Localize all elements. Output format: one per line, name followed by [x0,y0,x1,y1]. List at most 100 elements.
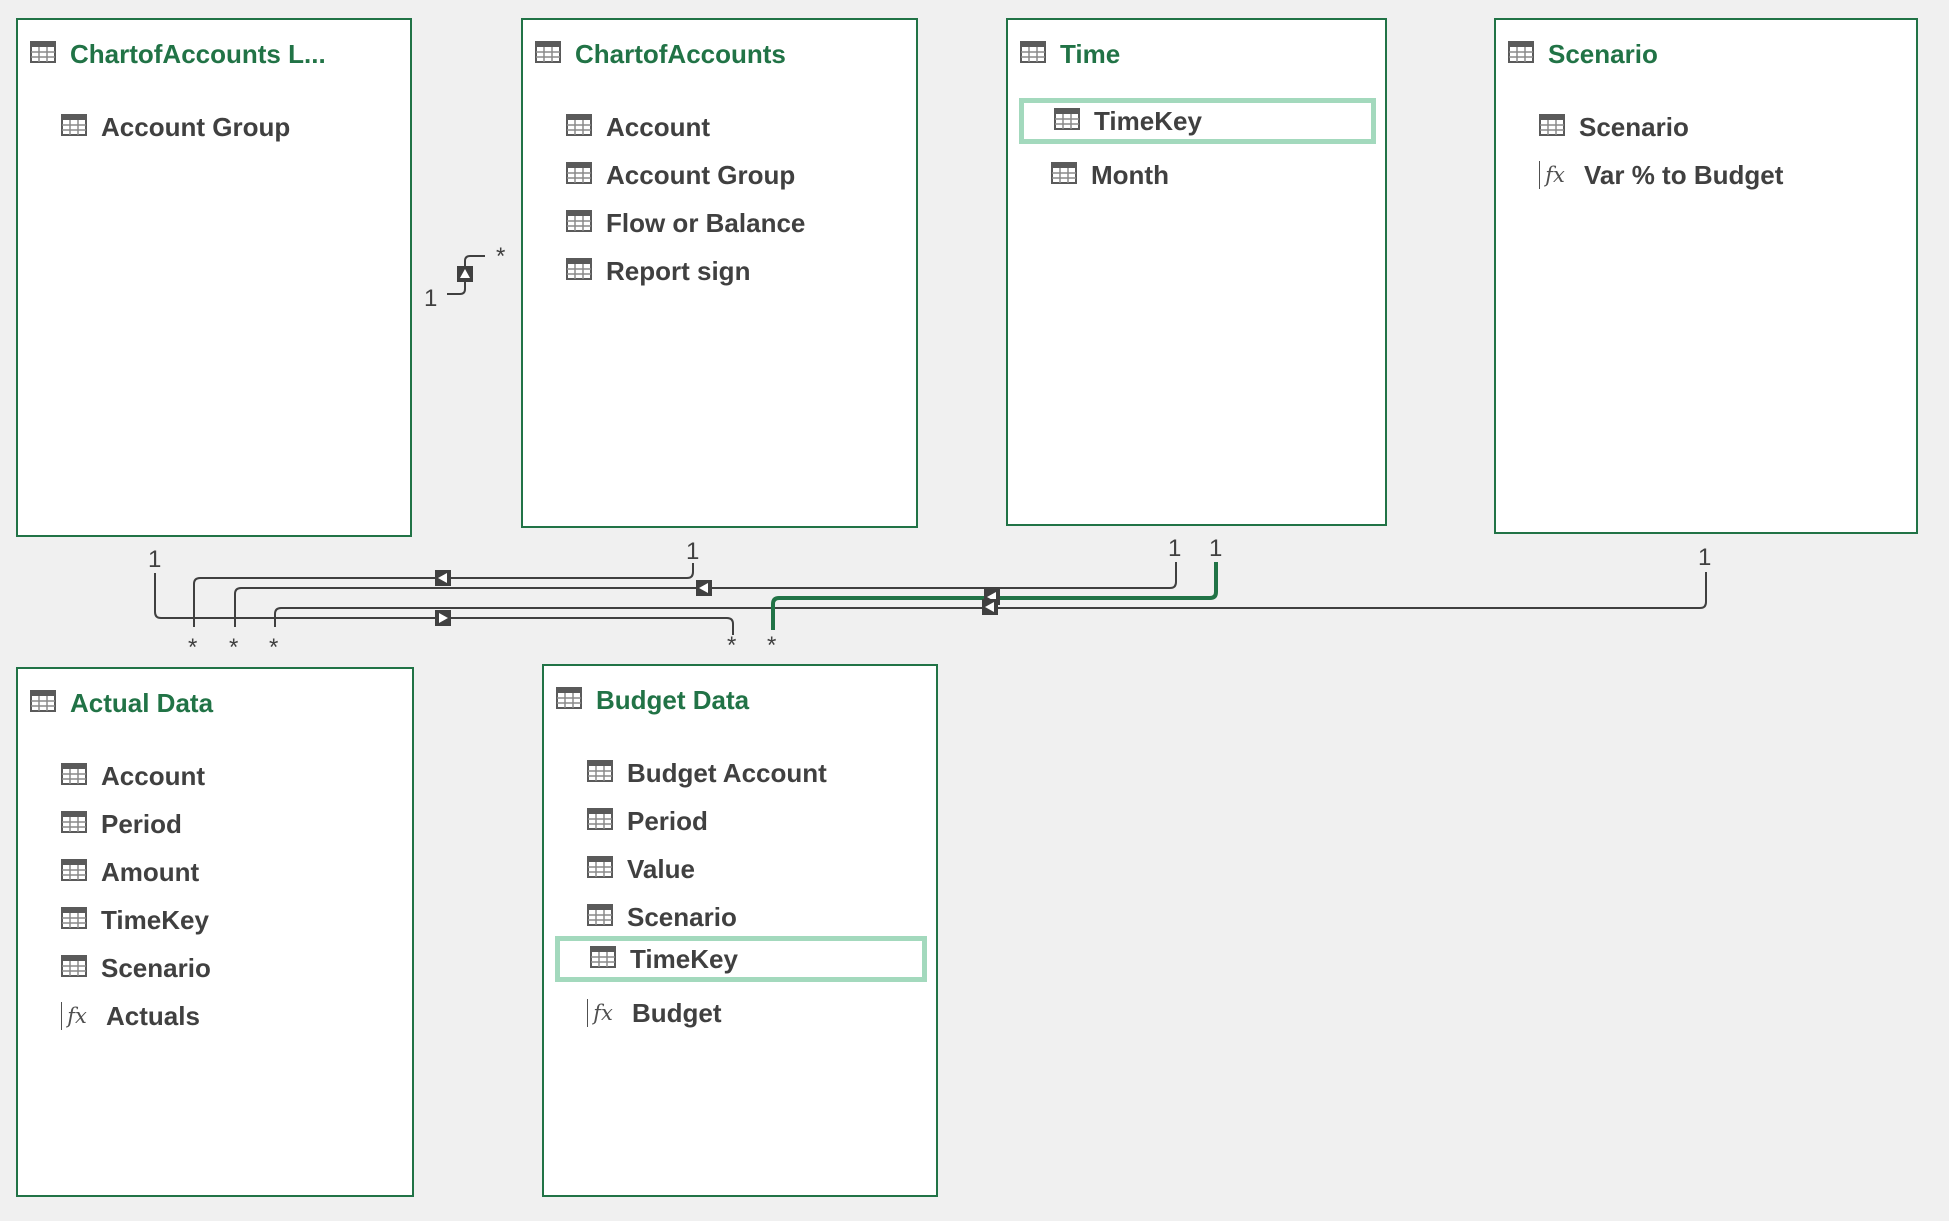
field-label: Period [101,808,182,839]
field-row[interactable]: Scenario [587,900,737,934]
field-label: Actuals [106,1000,200,1031]
direction-marker [982,599,998,615]
table-icon [1508,40,1534,68]
cardinality-many: * [727,632,736,659]
cardinality-many: * [767,632,776,659]
field-label: Period [627,805,708,836]
field-row[interactable]: Value [587,852,695,886]
table-title: Scenario [1548,38,1658,69]
cardinality-one: 1 [1168,535,1181,562]
cardinality-one: 1 [148,546,161,573]
field-row[interactable]: Account Group [566,158,795,192]
table-column-icon [587,759,613,787]
fx-measure-icon: fx [61,1002,92,1030]
field-label: Budget Account [627,757,827,788]
table-header[interactable]: Time [1020,38,1120,70]
field-label: Scenario [627,901,737,932]
field-label: Account Group [101,111,291,142]
field-row[interactable]: Amount [61,855,199,889]
table-scenario[interactable]: Scenario Scenario fx Var % to Budget [1494,18,1918,534]
table-icon [30,689,56,717]
direction-marker [435,610,451,626]
field-label: Account [606,111,710,142]
field-row[interactable]: Scenario [1539,110,1689,144]
table-column-icon [566,209,592,237]
table-title: ChartofAccounts [575,38,786,69]
table-icon [1020,40,1046,68]
table-column-icon [566,257,592,285]
cardinality-labels: 1 * 1 1 1 1 1 * * * * * [148,243,1711,661]
table-title: Time [1060,38,1121,69]
field-row[interactable]: fx Actuals [61,999,200,1033]
field-label: Budget [632,997,722,1028]
field-label: Account [101,760,205,791]
field-label: TimeKey [101,904,209,935]
field-row[interactable]: Account [566,110,710,144]
table-column-icon [61,858,87,886]
field-label: Flow or Balance [606,207,806,238]
field-label: Var % to Budget [1584,159,1784,190]
field-row[interactable]: Account Group [61,110,290,144]
field-row[interactable]: Report sign [566,254,750,288]
cardinality-many: * [229,634,238,661]
table-title: Budget Data [596,684,750,715]
direction-markers [435,266,1000,626]
table-column-icon [587,903,613,931]
field-label: Amount [101,856,200,887]
table-header[interactable]: Scenario [1508,38,1658,70]
table-column-icon [61,762,87,790]
table-header[interactable]: ChartofAccounts [535,38,786,70]
table-column-icon [61,906,87,934]
field-row[interactable]: fx Budget [587,996,722,1030]
table-icon [556,686,582,714]
table-column-icon [61,810,87,838]
field-label: Account Group [606,159,796,190]
cardinality-one: 1 [424,285,437,312]
table-column-icon [1054,107,1080,135]
cardinality-one: 1 [686,538,699,565]
field-row[interactable]: Period [587,804,708,838]
table-column-icon [566,113,592,141]
table-column-icon [587,855,613,883]
direction-marker [457,266,473,282]
table-column-icon [61,954,87,982]
field-row[interactable]: Flow or Balance [566,206,805,240]
field-row[interactable]: Account [61,759,205,793]
field-label: Value [627,853,695,884]
cardinality-one: 1 [1209,535,1222,562]
table-header[interactable]: Budget Data [556,684,749,716]
field-label: Scenario [1579,111,1689,142]
table-chartofaccounts-lookup[interactable]: ChartofAccounts L... Account Group [16,18,412,537]
field-row-selected[interactable]: TimeKey [1019,98,1376,144]
table-title: Actual Data [70,687,214,718]
field-label: Month [1091,159,1169,190]
table-column-icon [61,113,87,141]
field-row-selected[interactable]: TimeKey [555,936,927,982]
field-label: TimeKey [630,943,738,974]
cardinality-many: * [269,634,278,661]
table-column-icon [1539,113,1565,141]
fx-measure-icon: fx [587,999,618,1027]
field-label: Report sign [606,255,751,286]
field-row[interactable]: Budget Account [587,756,827,790]
direction-marker [696,580,712,596]
table-icon [30,40,56,68]
cardinality-many: * [188,634,197,661]
field-row[interactable]: TimeKey [61,903,209,937]
cardinality-many: * [496,243,505,270]
field-row[interactable]: fx Var % to Budget [1539,158,1783,192]
field-row[interactable]: Scenario [61,951,211,985]
field-label: TimeKey [1094,105,1202,136]
table-icon [535,40,561,68]
fx-measure-icon: fx [1539,161,1570,189]
cardinality-one: 1 [1698,544,1711,571]
table-header[interactable]: ChartofAccounts L... [30,38,326,70]
table-header[interactable]: Actual Data [30,687,213,719]
field-row[interactable]: Month [1051,158,1169,192]
field-row[interactable]: Period [61,807,182,841]
